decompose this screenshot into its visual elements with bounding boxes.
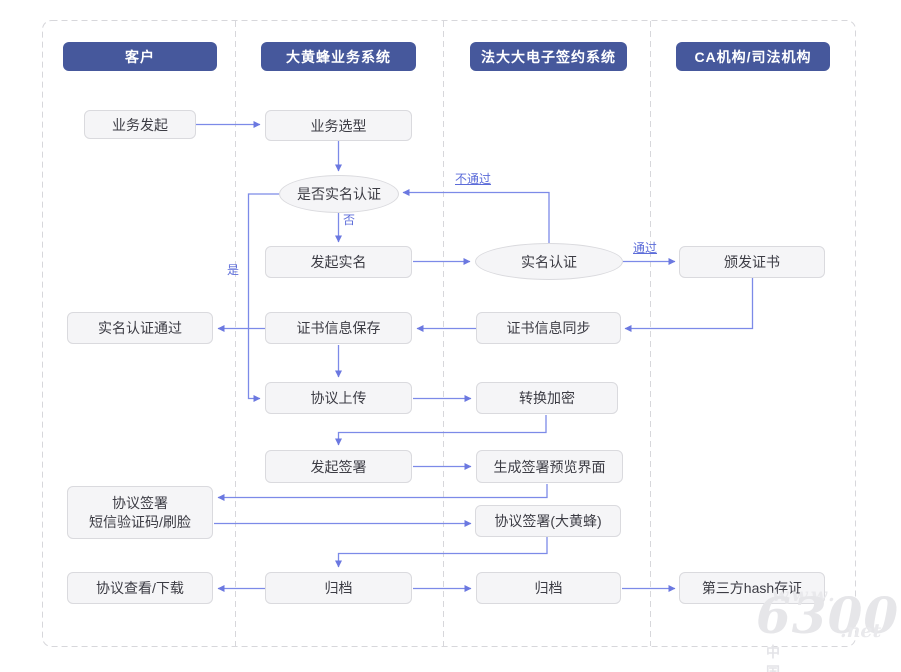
node-archive-fadada: 归档 <box>476 572 621 604</box>
node-initiate-realname: 发起实名 <box>265 246 412 278</box>
node-realname-auth: 实名认证 <box>475 243 623 280</box>
node-agreement-sign-customer: 协议签署 短信验证码/刷脸 <box>67 486 213 539</box>
node-is-realname-verified: 是否实名认证 <box>279 175 399 213</box>
edge-convert-encrypt-to-initiate-sign <box>335 415 547 446</box>
node-initiate-sign: 发起签署 <box>265 450 412 483</box>
edge-preview-to-customer-sign <box>217 484 548 501</box>
lane-header-customer: 客户 <box>63 42 217 71</box>
node-cert-info-save: 证书信息保存 <box>265 312 412 344</box>
lane-header-fadada-system: 法大大电子签约系统 <box>470 42 627 71</box>
node-business-select: 业务选型 <box>265 110 412 141</box>
node-agreement-view-download: 协议查看/下载 <box>67 572 213 604</box>
edge-hornet-sign-to-archive-hornet <box>335 537 548 568</box>
node-generate-sign-preview: 生成签署预览界面 <box>476 450 623 483</box>
agreement-sign-line1: 协议签署 <box>112 494 168 511</box>
lane-header-hornet-system: 大黄蜂业务系统 <box>261 42 416 71</box>
edge-label-no: 否 <box>343 213 356 227</box>
edge-label-pass: 通过 <box>633 241 658 255</box>
edge-label-fail: 不通过 <box>455 172 492 186</box>
node-cert-info-sync: 证书信息同步 <box>476 312 621 344</box>
node-agreement-upload: 协议上传 <box>265 382 412 414</box>
swimlane-outer-border <box>42 20 856 647</box>
node-convert-encrypt: 转换加密 <box>476 382 618 414</box>
lane-header-ca-judicial: CA机构/司法机构 <box>676 42 830 71</box>
agreement-sign-line2: 短信验证码/刷脸 <box>89 513 191 530</box>
node-third-party-hash: 第三方hash存证 <box>679 572 825 604</box>
node-realname-passed: 实名认证通过 <box>67 312 213 344</box>
edge-is-realname-yes-to-agreement-upload <box>247 193 279 402</box>
node-issue-certificate: 颁发证书 <box>679 246 825 278</box>
node-agreement-sign-hornet: 协议签署(大黄蜂) <box>475 505 621 537</box>
edge-realname-auth-fail-to-is-realname <box>402 189 550 243</box>
edge-issue-cert-to-cert-sync <box>624 278 754 332</box>
node-archive-hornet: 归档 <box>265 572 412 604</box>
node-business-initiate: 业务发起 <box>84 110 196 139</box>
edge-label-yes: 是 <box>227 263 240 277</box>
